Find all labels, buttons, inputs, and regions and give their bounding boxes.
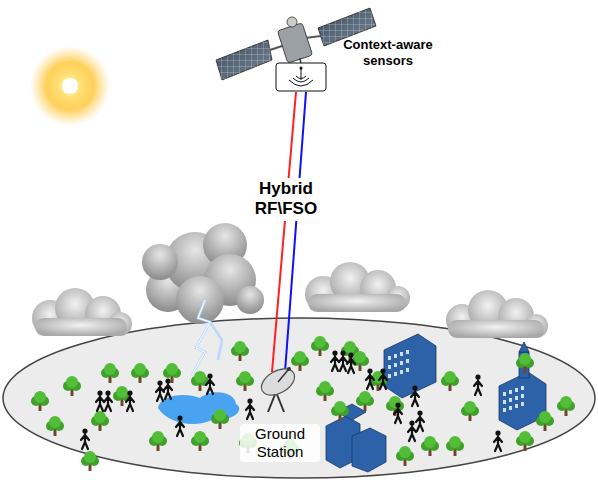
building-windows (388, 350, 524, 412)
lightning-core (192, 300, 210, 375)
ground-area (3, 318, 595, 478)
storm-cloud (142, 223, 264, 324)
buildings (326, 334, 546, 472)
rf-beam (272, 92, 296, 372)
sun-core (62, 78, 78, 94)
label-text: Ground Station (240, 424, 320, 462)
sun (30, 46, 110, 126)
label-text: Hybrid RF\FSO (244, 178, 328, 221)
lightning (192, 300, 222, 375)
trees (31, 336, 575, 471)
sensor-box (276, 63, 326, 91)
label-text: Context-aware sensors (330, 36, 446, 69)
ground-station-dish (257, 363, 299, 412)
fso-beam (285, 92, 306, 372)
